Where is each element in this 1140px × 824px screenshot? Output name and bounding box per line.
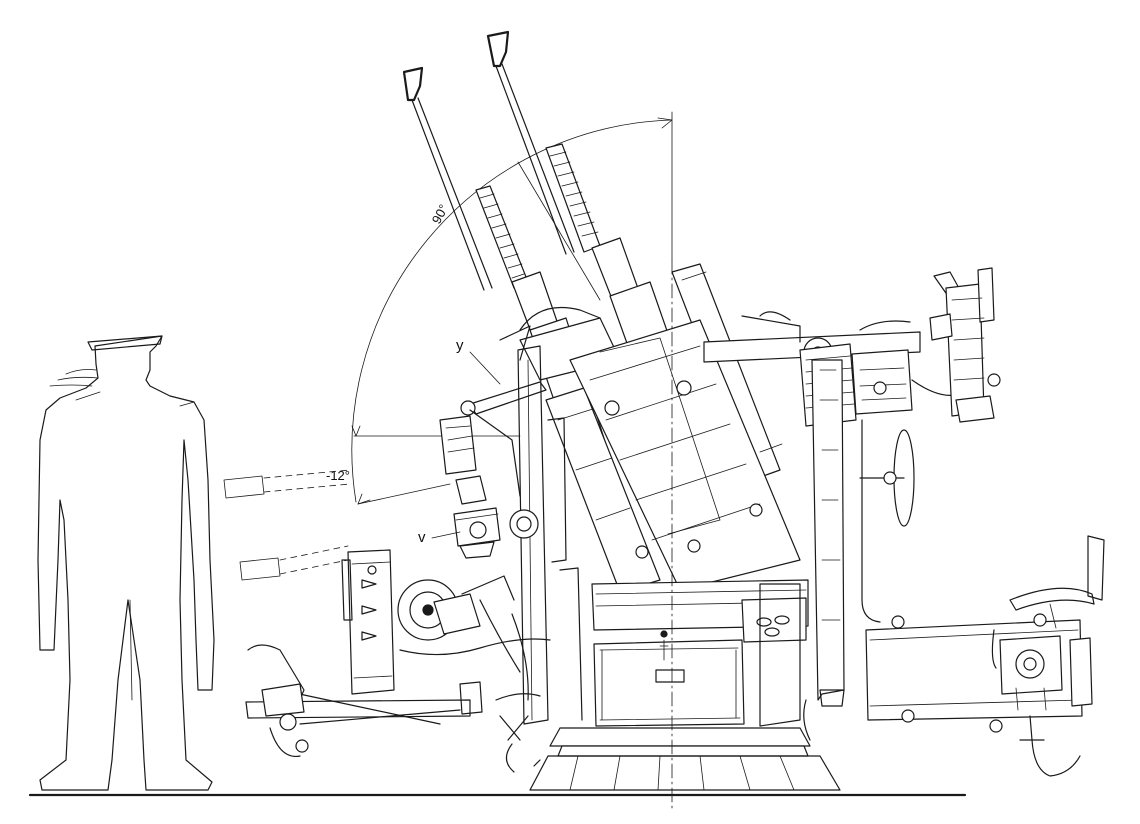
- seat: [1009, 535, 1105, 629]
- elevation-90-label: 90°: [429, 202, 451, 226]
- gunsight-linkage: [439, 325, 547, 505]
- left-frame: [517, 345, 583, 725]
- ammunition-box: [591, 579, 809, 727]
- hydraulic-piping: [399, 419, 997, 741]
- left-control-panel: [341, 549, 395, 695]
- right-gearbox: [851, 320, 961, 415]
- sailor-silhouette: [37, 335, 215, 791]
- footrest-linkage: [245, 644, 541, 758]
- pedestal-base: [505, 259, 841, 811]
- traverse-gear: [397, 575, 515, 641]
- vertical-column: [811, 359, 845, 707]
- sight-head-v: [453, 507, 539, 559]
- right-platform: [865, 613, 1093, 777]
- sight-post: [929, 267, 1001, 423]
- label-v-leader: [431, 531, 461, 539]
- label-y-leader: [469, 351, 501, 385]
- label-y: y: [456, 337, 464, 354]
- handwheel: [859, 429, 915, 527]
- elevation-arc: [351, 111, 673, 505]
- depressed-barrel-ghost: [223, 469, 351, 581]
- recoil-cylinders: [545, 263, 783, 593]
- cradle-assembly: [519, 306, 801, 591]
- label-v: v: [418, 529, 426, 546]
